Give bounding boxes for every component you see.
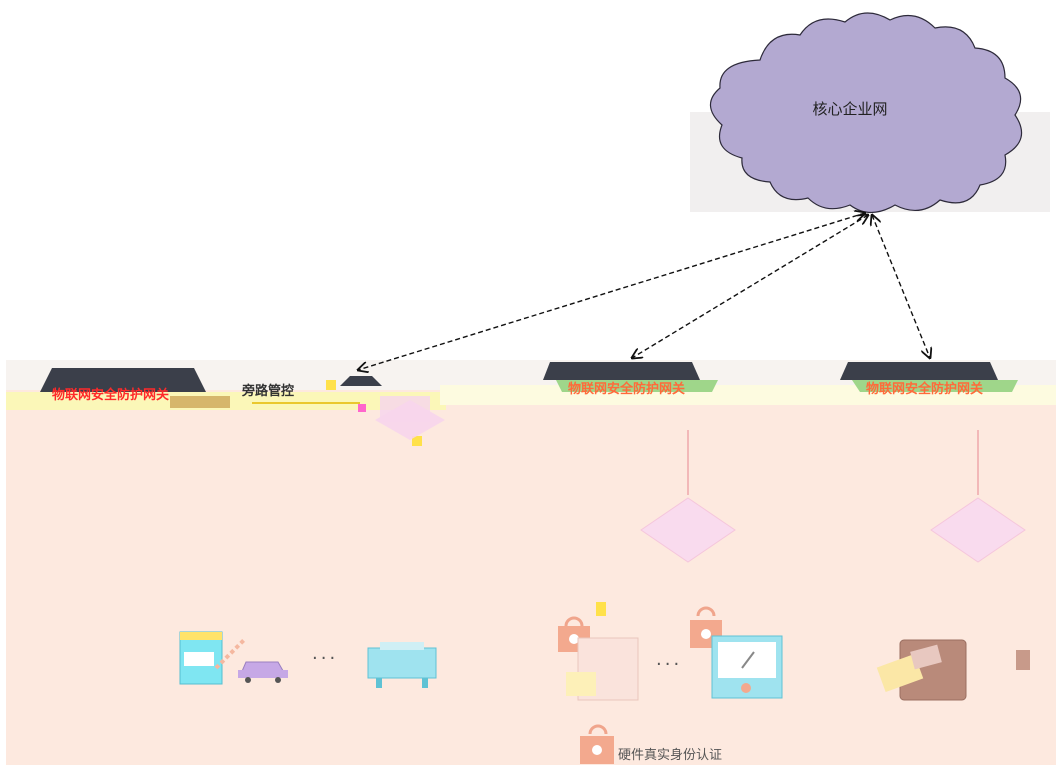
link-core-to-gateway-3 [872,215,930,358]
ellipsis-middle: ··· [656,654,682,675]
gateway-1-label: 物联网安全防护网关 [52,384,169,403]
meter-icon [712,636,782,698]
terminal-device-icon [180,632,222,684]
small-device-icon [1016,650,1030,670]
switch-icon [641,498,735,562]
gateway-2-label: 物联网安全防护网关 [568,378,685,397]
ellipsis-left: ··· [312,648,338,669]
link-core-to-gateway-1 [358,213,865,370]
side-tag-bar [170,396,230,408]
car-icon [238,662,288,683]
hardware-auth-label: 硬件真实身份认证 [618,744,722,763]
card-reader-icon [877,640,966,700]
lock-icon [580,726,614,764]
printer-icon [368,642,436,688]
bypass-control-label: 旁路管控 [242,380,294,399]
link-core-to-gateway-2 [632,215,868,358]
gateway-3-label: 物联网安全防护网关 [866,378,983,397]
switch-icon [931,498,1025,562]
core-network-label: 核心企业网 [780,98,920,119]
